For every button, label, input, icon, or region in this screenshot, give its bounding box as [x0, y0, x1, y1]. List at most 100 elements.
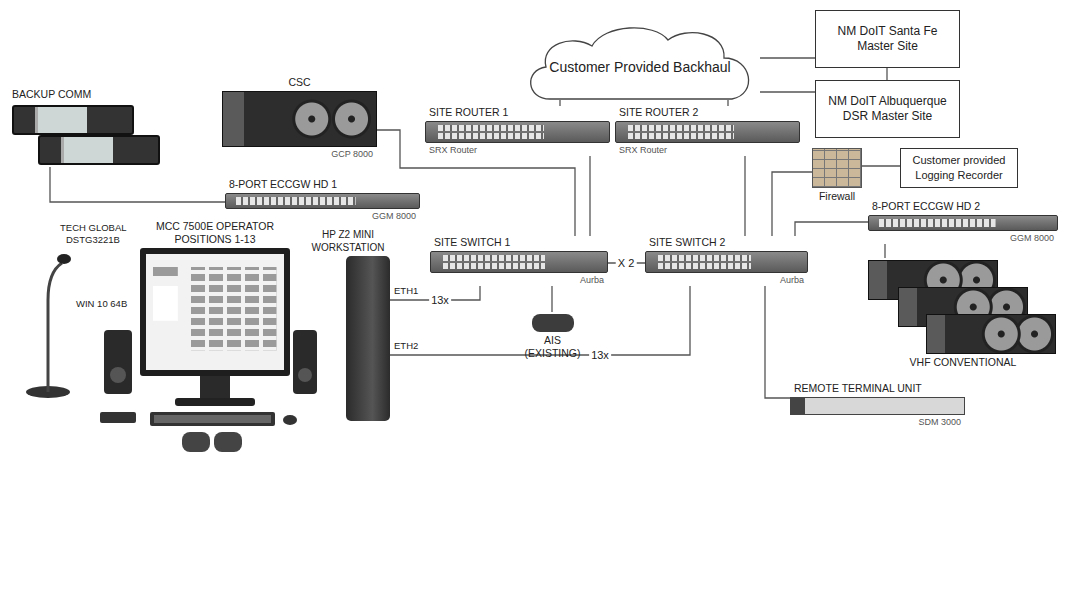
model-label: SRX Router — [425, 145, 610, 156]
network-link — [390, 286, 690, 355]
network-link — [727, 100, 728, 106]
network-link — [589, 156, 590, 236]
radios-icon — [8, 103, 163, 165]
device-heading: MCC 7500E OPERATOR POSITIONS 1-13 — [140, 220, 290, 246]
speaker-cone — [110, 367, 126, 383]
monitor-base — [175, 398, 255, 406]
backhaul-cloud: Customer Provided Backhaul — [520, 20, 760, 100]
gateway: 8-PORT ECCGW HD 2 GGM 8000 — [868, 200, 1058, 244]
speaker — [293, 330, 317, 394]
mic-pole — [47, 300, 50, 392]
network-link — [884, 244, 885, 258]
network-link — [559, 100, 560, 106]
network-link — [765, 286, 790, 398]
network-link — [50, 167, 225, 202]
annotation: ETH2 — [394, 340, 418, 352]
device-heading: 8-PORT ECCGW HD 1 — [225, 178, 420, 191]
node-label: Firewall — [812, 190, 862, 203]
ais-device: AIS (EXISTING) — [515, 312, 590, 360]
site-box: NM DoIT Albuquerque DSR Master Site — [815, 80, 960, 138]
cloud-shape — [531, 28, 749, 99]
link-count: X 2 — [616, 257, 637, 270]
device-heading: HP Z2 MINI WORKSTATION — [306, 228, 390, 254]
keyboard-keys — [154, 415, 271, 423]
workstation-tower: HP Z2 MINI WORKSTATION — [306, 228, 390, 423]
vhf-icon — [868, 260, 1058, 354]
router: SITE ROUTER 1 SRX Router — [425, 106, 610, 156]
node-label: Customer provided Logging Recorder — [907, 153, 1011, 183]
model-label: Aurba — [430, 275, 608, 286]
network-link — [886, 68, 887, 80]
router-icon — [425, 121, 610, 143]
network-link — [862, 165, 900, 166]
model-label: SDM 3000 — [790, 417, 965, 428]
ais-icon — [532, 314, 574, 332]
rtu-icon — [790, 397, 965, 415]
foot-pedal — [182, 432, 210, 452]
router: SITE ROUTER 2 SRX Router — [615, 106, 800, 156]
keyboard — [150, 412, 275, 426]
annotation: ETH1 — [394, 285, 418, 297]
site-box: NM DoIT Santa Fe Master Site — [815, 10, 960, 68]
network-switch: SITE SWITCH 1 Aurba — [430, 236, 608, 286]
network-link — [795, 222, 868, 236]
radio-unit — [12, 105, 134, 135]
firewall: Firewall — [812, 146, 862, 203]
model-label: SRX Router — [615, 145, 800, 156]
console-monitor: MCC 7500E OPERATOR POSITIONS 1-13 — [140, 220, 290, 410]
gateway: 8-PORT ECCGW HD 1GGM 8000 — [225, 178, 420, 222]
network-link — [772, 172, 812, 236]
device-heading: 8-PORT ECCGW HD 2 — [868, 200, 1058, 213]
monitor-icon — [140, 248, 290, 408]
device-heading: SITE ROUTER 2 — [615, 106, 800, 119]
network-link — [760, 91, 815, 92]
model-label: GCP 8000 — [222, 149, 377, 160]
device-heading: SITE SWITCH 1 — [430, 236, 608, 249]
node-label: VHF CONVENTIONAL — [868, 356, 1058, 369]
link-count: 13x — [589, 349, 611, 362]
switch-icon — [645, 251, 808, 273]
mic-neck — [48, 263, 62, 300]
firewall-icon — [812, 148, 862, 188]
annotation: WIN 10 64B — [76, 298, 127, 310]
device-heading: BACKUP COMM — [8, 88, 163, 101]
radio-rack: VHF CONVENTIONAL — [868, 258, 1058, 369]
foot-pedal — [214, 432, 242, 452]
mic-head — [57, 254, 71, 264]
headset-box — [100, 412, 136, 423]
device-heading: SITE SWITCH 2 — [645, 236, 808, 249]
annotation: DSTG3221B — [66, 234, 120, 246]
device-heading: SITE ROUTER 1 — [425, 106, 610, 119]
terminal-unit: REMOTE TERMINAL UNIT SDM 3000 — [790, 382, 965, 428]
device-heading: CSC — [222, 76, 377, 89]
model-label: GGM 8000 — [868, 233, 1058, 244]
repeater-unit — [926, 314, 1056, 354]
model-label: Aurba — [645, 275, 808, 286]
router-icon — [615, 121, 800, 143]
radio-group: BACKUP COMM — [8, 88, 163, 167]
tower-icon — [346, 256, 390, 421]
gw-icon — [225, 193, 420, 209]
node-label: NM DoIT Albuquerque DSR Master Site — [822, 94, 953, 124]
node-label: NM DoIT Santa Fe Master Site — [822, 24, 953, 54]
network-link — [760, 57, 815, 58]
network-link — [551, 286, 552, 312]
node-label: Customer Provided Backhaul — [549, 59, 730, 76]
switch-icon — [430, 251, 608, 273]
speaker-cone — [298, 368, 312, 382]
device-heading: REMOTE TERMINAL UNIT — [790, 382, 965, 395]
network-link — [744, 156, 745, 236]
annotation: TECH GLOBAL — [60, 222, 127, 234]
mouse — [283, 415, 297, 425]
csc-icon — [222, 91, 377, 147]
network-switch: SITE SWITCH 2 Aurba — [645, 236, 808, 286]
controller-chassis: CSC GCP 8000 — [222, 76, 377, 160]
link-count: 13x — [429, 294, 451, 307]
node-label: AIS (EXISTING) — [515, 334, 590, 360]
gw-icon — [868, 215, 1058, 231]
recorder-box: Customer provided Logging Recorder — [900, 148, 1018, 188]
speaker — [104, 330, 132, 394]
monitor-stand — [200, 376, 230, 400]
monitor-screen — [140, 248, 290, 376]
